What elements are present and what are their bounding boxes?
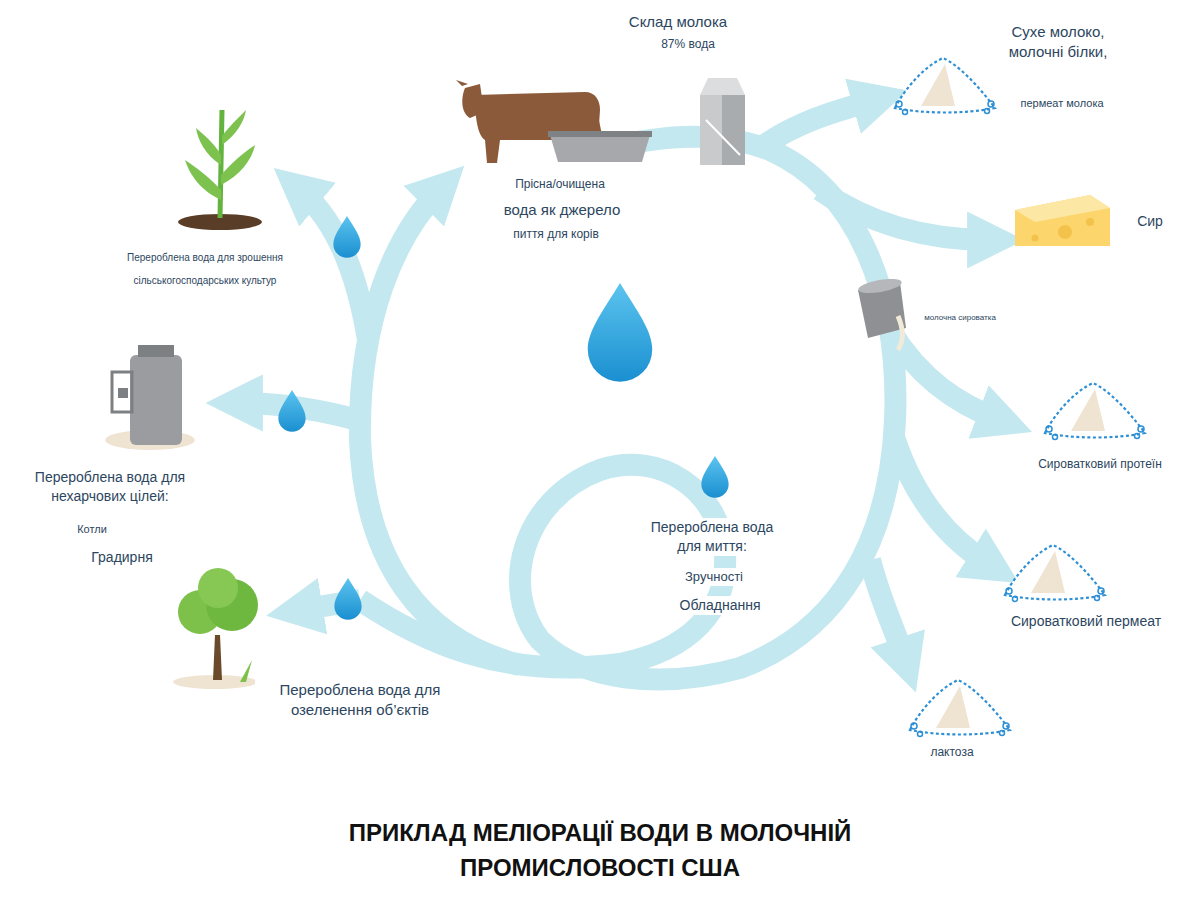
branch-arrow: [760, 100, 875, 148]
branch-arrow: [820, 190, 990, 240]
text-label: Перероблена вода для озеленення об’єктів: [255, 680, 465, 721]
text-label: Зручності: [682, 568, 746, 586]
branch-arrow: [895, 440, 990, 565]
flow-arrows: [240, 100, 1000, 679]
water-trough: [548, 131, 652, 162]
text-label: Сухе молоко, молочні білки,: [988, 22, 1128, 63]
boiler-icon: [105, 345, 195, 450]
text-label: вода як джерело: [501, 200, 624, 220]
text-label: Градирня: [88, 548, 155, 567]
branch-arrow: [300, 190, 368, 340]
text-label: Котли: [74, 522, 110, 537]
text-label: Перероблена вода для нехарчових цілей:: [10, 468, 210, 506]
water-drop: [588, 283, 652, 382]
corn-plant: [178, 110, 262, 230]
text-label: 87% вода: [658, 36, 718, 52]
text-label: Прісна/очищена: [512, 176, 608, 192]
powder-pile: [910, 680, 1010, 737]
text-label: пиття для корів: [510, 226, 602, 242]
title: ПРИКЛАД МЕЛІОРАЦІЇ ВОДИ В МОЛОЧНІЙ ПРОМИ…: [250, 816, 950, 886]
water-drop: [278, 390, 305, 432]
main-cycle: [360, 190, 520, 665]
text-label: молочна сироватка: [921, 313, 999, 324]
whey-bucket: [857, 276, 906, 350]
powder-pile: [895, 58, 995, 115]
water-drop: [334, 578, 361, 620]
text-label: Перероблена вода для миття:: [637, 518, 787, 556]
text-label: Обладнання: [677, 596, 764, 615]
text-label: пермеат молока: [1017, 96, 1106, 111]
powder-pile: [1005, 545, 1105, 602]
main-cycle: [360, 137, 895, 680]
text-label: Сироватковий пермеат: [1008, 612, 1164, 631]
cheese-icon: [1015, 195, 1110, 246]
branch-arrow: [870, 560, 905, 660]
text-label: Сир: [1134, 212, 1166, 231]
milk-carton: [700, 78, 745, 165]
tree-icon: [173, 568, 258, 689]
text-label: лактоза: [927, 744, 976, 760]
water-drop: [333, 216, 360, 258]
text-label: Перероблена вода для зрошення сільського…: [116, 246, 294, 292]
text-label: Склад молока: [626, 12, 730, 32]
branch-arrow: [890, 330, 1000, 420]
text-label: Сироватковий протеїн: [1035, 456, 1165, 472]
water-drop: [701, 456, 728, 498]
powder-pile: [1045, 383, 1145, 440]
